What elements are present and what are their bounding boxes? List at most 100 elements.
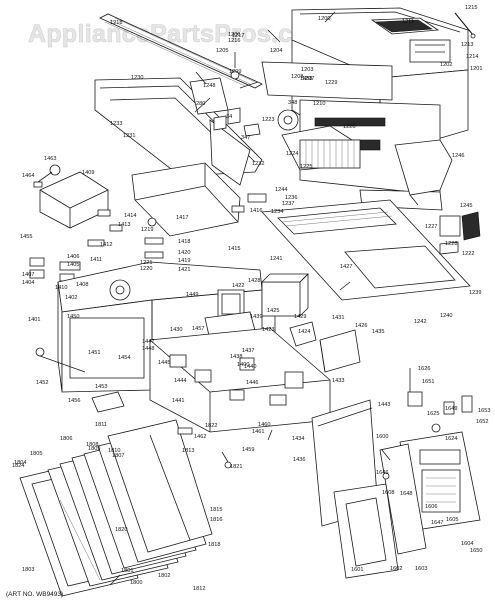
part-label-1445: 1445	[158, 360, 170, 366]
part-label-1228: 1228	[445, 241, 457, 247]
part-label-1601: 1601	[351, 567, 363, 573]
part-label-1401: 1401	[28, 317, 40, 323]
part-label-1410: 1410	[55, 285, 67, 291]
part-label-1216: 1216	[228, 38, 240, 44]
part-label-1449: 1449	[186, 292, 198, 298]
part-label-1808: 1808	[86, 442, 98, 448]
part-label-1821: 1821	[230, 464, 242, 470]
part-label-1421: 1421	[178, 267, 190, 273]
left-lower-parts	[35, 347, 125, 413]
control-panel-assembly	[399, 431, 481, 531]
part-label-1222: 1222	[462, 251, 474, 257]
part-label-1464: 1464	[22, 173, 34, 179]
part-label-1226: 1226	[343, 124, 355, 130]
part-label-1418: 1418	[178, 239, 190, 245]
watermark-text: AppliancePartsPros.com	[28, 20, 331, 48]
part-label-1426: 1426	[355, 323, 367, 329]
part-label-1229: 1229	[325, 80, 337, 86]
part-label-1802: 1802	[158, 573, 170, 579]
part-label-34: 34	[226, 114, 232, 120]
part-label-348: 348	[288, 100, 297, 106]
part-label-1446: 1446	[246, 380, 258, 386]
part-label-1241: 1241	[270, 256, 282, 262]
part-label-1436: 1436	[293, 457, 305, 463]
part-label-1624: 1624	[445, 436, 457, 442]
part-label-1803: 1803	[22, 567, 34, 573]
part-label-1649: 1649	[445, 406, 457, 412]
part-label-1237: 1237	[282, 201, 294, 207]
part-label-1815: 1815	[210, 507, 222, 513]
part-label-1463: 1463	[44, 156, 56, 162]
part-label-1625: 1625	[427, 411, 439, 417]
part-label-1208: 1208	[291, 74, 303, 80]
part-label-1450: 1450	[67, 314, 79, 320]
part-label-1246: 1246	[452, 153, 464, 159]
part-label-1626: 1626	[418, 366, 430, 372]
part-label-1608: 1608	[382, 490, 394, 496]
part-label-1233: 1233	[110, 121, 122, 127]
part-label-1443: 1443	[378, 402, 390, 408]
part-label-1651: 1651	[422, 379, 434, 385]
part-label-1454: 1454	[118, 355, 130, 361]
part-label-1806: 1806	[60, 436, 72, 442]
part-label-1648: 1648	[400, 491, 412, 497]
door-assembly	[19, 419, 213, 597]
base-plate-and-frame	[149, 327, 331, 433]
part-label-1200: 1200	[318, 16, 330, 22]
part-label-1428: 1428	[248, 278, 260, 284]
part-label-1211: 1211	[402, 19, 414, 25]
part-label-1801: 1801	[121, 568, 133, 574]
part-label-1605: 1605	[446, 517, 458, 523]
part-label-1818: 1818	[208, 542, 220, 548]
part-label-1429: 1429	[294, 314, 306, 320]
vent-grille-strip	[99, 13, 263, 89]
part-label-1408: 1408	[76, 282, 88, 288]
top-control-plate	[261, 199, 471, 301]
part-label-1440: 1440	[244, 364, 256, 370]
part-label-1217: 1217	[232, 33, 244, 39]
part-label-1458: 1458	[300, 76, 312, 82]
part-label-1437: 1437	[242, 348, 254, 354]
part-label-1205: 1205	[216, 48, 228, 54]
part-label-1447: 1447	[142, 339, 154, 345]
part-label-1221: 1221	[140, 260, 152, 266]
part-label-1456: 1456	[68, 398, 80, 404]
part-label-1203: 1203	[301, 67, 313, 73]
part-label-1809: 1809	[88, 446, 100, 452]
part-label-1812: 1812	[193, 586, 205, 592]
control-frame	[333, 443, 427, 579]
part-label-1244: 1244	[275, 187, 287, 193]
part-label-1417: 1417	[176, 215, 188, 221]
part-label-1204: 1204	[270, 48, 282, 54]
part-label-1455: 1455	[20, 234, 32, 240]
leader-lines	[109, 11, 419, 586]
part-label-1202: 1202	[440, 62, 452, 68]
part-label-1606: 1606	[425, 504, 437, 510]
part-label-1224: 1224	[286, 151, 298, 157]
part-label-1824: 1824	[12, 463, 24, 469]
part-label-1201: 1201	[470, 66, 482, 72]
left-air-guide	[39, 171, 109, 229]
part-label-1210: 1210	[313, 101, 325, 107]
part-label-1416: 1416	[250, 208, 262, 214]
blower-wheel	[299, 139, 361, 169]
part-label-1811: 1811	[95, 422, 107, 428]
part-label-1215: 1215	[465, 5, 477, 11]
part-label-1453: 1453	[95, 384, 107, 390]
part-label-1600: 1600	[376, 434, 388, 440]
part-label-1402: 1402	[65, 295, 77, 301]
part-label-1236: 1236	[285, 195, 297, 201]
part-label-1425: 1425	[267, 308, 279, 314]
top-rod-part	[454, 12, 476, 39]
part-label-1213: 1213	[461, 42, 473, 48]
part-label-1647: 1647	[431, 520, 443, 526]
part-label-1459: 1459	[242, 447, 254, 453]
part-label-1438: 1438	[230, 354, 242, 360]
part-label-1404: 1404	[22, 280, 34, 286]
part-label-1646: 1646	[376, 470, 388, 476]
part-label-1242: 1242	[414, 319, 426, 325]
small-parts-upper-left	[213, 52, 261, 137]
part-label-1435: 1435	[372, 329, 384, 335]
part-label-1461: 1461	[252, 429, 264, 435]
